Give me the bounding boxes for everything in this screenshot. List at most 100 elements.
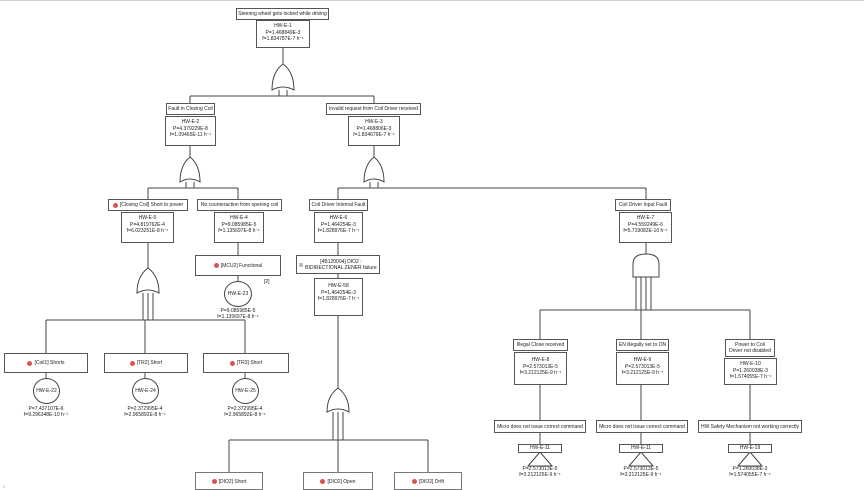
event-internal-fault-title-text: Coil Driver Internal Fault xyxy=(311,202,366,208)
event-dio2-stats[interactable]: HW-E-58 P=1.464254E-3 f=1.828976E-7 h⁻¹ xyxy=(314,278,363,316)
event-coil1-shorts-title[interactable]: [Coil1] Shorts xyxy=(4,353,88,373)
basic-event-marker-icon xyxy=(27,360,33,366)
top-divider xyxy=(0,0,864,1)
event-coil-short-frequency: f=6.023251E-8 h⁻¹ xyxy=(126,228,169,234)
event-no-counteraction-title[interactable]: No counteraction from opening coil xyxy=(197,199,282,211)
event-invalid-request-stats[interactable]: HW-E-3 P=1.468806E-3 f=1.834679E-7 h⁻¹ xyxy=(348,116,400,146)
event-tr3-short-title[interactable]: [TR3] Short xyxy=(203,353,289,373)
event-coil1-shorts-frequency: f=9.296348E-10 h⁻¹ xyxy=(23,412,69,418)
or-gate-coil-short xyxy=(136,267,160,294)
resize-handle-icon[interactable]: ⌟ xyxy=(2,483,5,489)
event-closing-coil-stats[interactable]: HW-E-2 P=4.379229E-8 f=1.09465E-11 h⁻¹ xyxy=(165,116,216,146)
event-dio2-drift-text: [DIO2] Drift xyxy=(418,479,444,485)
or-gate-dio2 xyxy=(326,387,350,413)
event-tr3-short-values: P=2.372995E-4 f=2.965892E-8 h⁻¹ xyxy=(215,406,275,418)
event-internal-fault-stats[interactable]: HW-E-6 P=1.464254E-3 f=1.828976E-7 h⁻¹ xyxy=(314,212,363,243)
event-dio2-id: HW-E-58 xyxy=(328,283,349,289)
event-power-not-disabled-stats[interactable]: HW-E-10 P=1.260038E-3 f=1.574055E-7 h⁻¹ xyxy=(724,358,777,385)
event-dio2-short[interactable]: [DIO2] Short xyxy=(195,472,263,490)
top-event-title[interactable]: Steering wheel gets locked while driving xyxy=(236,8,329,20)
event-mcu2-circle[interactable]: HW-E-23 xyxy=(224,281,252,307)
event-closing-coil-title[interactable]: Fault in Closing Coil xyxy=(166,103,215,115)
event-dio2-open[interactable]: [DIO2] Open xyxy=(303,472,373,490)
transfer-micro-2-values: P=2.573013E-5 f=3.212125E-9 h⁻¹ xyxy=(606,466,676,478)
event-mcu2-probability: P=9.085985E-5 xyxy=(220,308,256,314)
event-invalid-request-title[interactable]: Invalid request from Coil Driver receive… xyxy=(326,103,421,115)
event-internal-fault-title[interactable]: Coil Driver Internal Fault xyxy=(309,199,368,211)
transfer-hw-safety-values: P=1.260038E-3 f=1.574055E-7 h⁻¹ xyxy=(715,466,785,478)
or-gate-closing-coil xyxy=(179,156,201,183)
event-dio2-frequency: f=1.828976E-7 h⁻¹ xyxy=(317,296,360,302)
event-coil1-shorts-title-text: [Coil1] Shorts xyxy=(34,360,65,366)
event-no-counteraction-frequency: f=1.135697E-8 h⁻¹ xyxy=(218,228,260,234)
event-tr2-short-probability: P=2.372995E-4 xyxy=(127,406,163,412)
event-en-on-frequency: f=3.212125E-9 h⁻¹ xyxy=(621,370,664,376)
event-micro-1-title-text: Micro does not issue correct command xyxy=(497,423,583,430)
event-hw-safety-title[interactable]: HW Safety Mechanism not working correctl… xyxy=(698,420,802,433)
event-tr3-short-circle[interactable]: HW-E-25 xyxy=(232,378,259,404)
event-no-counteraction-probability: P=9.085985E-5 xyxy=(221,222,257,228)
event-coil-short-title[interactable]: [Closing Coil] Short to power xyxy=(108,199,188,211)
event-input-fault-id: HW-E-7 xyxy=(636,215,655,221)
event-en-on-stats[interactable]: HW-E-9 P=2.573013E-5 f=3.212125E-9 h⁻¹ xyxy=(616,352,669,385)
event-invalid-request-probability: P=1.468806E-3 xyxy=(356,126,392,132)
event-tr2-short-circle[interactable]: HW-E-24 xyxy=(132,378,159,404)
event-input-fault-stats[interactable]: HW-E-7 P=4.559249E-6 f=5.719082E-10 h⁻¹ xyxy=(619,212,672,243)
basic-event-marker-icon xyxy=(320,479,326,484)
event-coil-short-stats[interactable]: HW-E-5 P=4.819762E-4 f=6.023251E-8 h⁻¹ xyxy=(121,212,174,243)
event-power-not-disabled-title-text: Power to Coil Driver not disabled xyxy=(729,342,771,354)
transfer-hw-safety-frequency: f=1.574055E-7 h⁻¹ xyxy=(729,472,771,478)
event-tr3-short-probability: P=2.372995E-4 xyxy=(227,406,263,412)
top-event-probability: P=1.468849E-3 xyxy=(265,30,301,36)
basic-event-marker-icon xyxy=(213,263,219,268)
event-mcu2-title[interactable]: [MCU2] Functional xyxy=(195,255,281,276)
event-power-not-disabled-probability: P=1.260038E-3 xyxy=(733,368,768,374)
event-tr2-short-id: HW-E-24 xyxy=(135,388,156,394)
event-invalid-request-frequency: f=1.834679E-7 h⁻¹ xyxy=(353,132,395,138)
transfer-hw-safety-probability: P=1.260038E-3 xyxy=(732,466,768,472)
event-tr2-short-title[interactable]: [TR2] Short xyxy=(104,353,188,373)
basic-event-marker-icon xyxy=(129,360,135,366)
event-dio2-short-text: [DIO2] Short xyxy=(218,479,247,485)
event-input-fault-title[interactable]: Coil Driver Input Fault xyxy=(615,199,671,211)
event-internal-fault-probability: P=1.464254E-3 xyxy=(321,222,356,228)
event-no-counteraction-stats[interactable]: HW-E-4 P=9.085985E-5 f=1.135697E-8 h⁻¹ xyxy=(214,212,264,243)
event-illegal-close-id: HW-E-8 xyxy=(531,357,550,363)
event-coil1-shorts-values: P=7.437107E-6 f=9.296348E-10 h⁻¹ xyxy=(16,406,76,418)
transfer-micro-1-values: P=2.573013E-5 f=3.212125E-9 h⁻¹ xyxy=(505,466,575,478)
event-en-on-title-text: EN illegally set to ON xyxy=(618,342,667,348)
event-illegal-close-title[interactable]: Illegal Close received xyxy=(513,339,568,351)
event-power-not-disabled-frequency: f=1.574055E-7 h⁻¹ xyxy=(729,374,772,380)
transfer-triangle-2 xyxy=(627,451,655,467)
event-input-fault-probability: P=4.559249E-6 xyxy=(628,222,663,228)
event-tr3-short-frequency: f=2.965892E-8 h⁻¹ xyxy=(224,412,266,418)
basic-event-marker-icon xyxy=(112,202,118,208)
event-tr2-short-title-text: [TR2] Short xyxy=(136,360,163,366)
event-invalid-request-id: HW-E-3 xyxy=(365,119,383,125)
event-input-fault-title-text: Coil Driver Input Fault xyxy=(618,202,668,208)
event-micro-1-title[interactable]: Micro does not issue correct command xyxy=(494,420,586,433)
event-dio2-drift[interactable]: [DIO2] Drift xyxy=(394,472,462,490)
transfer-micro-2-frequency: f=3.212125E-9 h⁻¹ xyxy=(620,472,662,478)
event-tr3-short-id: HW-E-25 xyxy=(235,388,256,394)
event-en-on-title[interactable]: EN illegally set to ON xyxy=(616,339,669,351)
top-event-stats[interactable]: HW-E-1 P=1.468849E-3 f=1.834787E-7 h⁻¹ xyxy=(256,20,310,48)
event-micro-2-title[interactable]: Micro does not issue correct command xyxy=(596,420,688,433)
event-tr3-short-title-text: [TR3] Short xyxy=(236,360,263,366)
event-tr2-short-values: P=2.372995E-4 f=2.965892E-8 h⁻¹ xyxy=(115,406,175,418)
transfer-micro-1-id-text: HW-E-11 xyxy=(529,445,551,451)
event-coil1-shorts-circle[interactable]: HW-E-22 xyxy=(33,378,60,404)
event-dio2-title-text: [4B120004] DIO2 : BIDIRECTIONAL ZENER fa… xyxy=(305,258,377,271)
transfer-micro-1-id[interactable]: HW-E-11 xyxy=(518,444,562,453)
event-illegal-close-stats[interactable]: HW-E-8 P=2.573013E-5 f=3.212125E-9 h⁻¹ xyxy=(514,352,567,385)
event-illegal-close-frequency: f=3.212125E-9 h⁻¹ xyxy=(519,370,562,376)
event-power-not-disabled-title[interactable]: Power to Coil Driver not disabled xyxy=(725,339,775,357)
event-coil1-shorts-id: HW-E-22 xyxy=(36,388,57,394)
event-dio2-title[interactable]: [4B120004] DIO2 : BIDIRECTIONAL ZENER fa… xyxy=(296,255,380,274)
transfer-hw-safety-id[interactable]: HW-E-19 xyxy=(728,444,772,453)
event-en-on-probability: P=2.573013E-5 xyxy=(625,364,660,370)
event-power-not-disabled-id: HW-E-10 xyxy=(740,361,761,367)
transfer-micro-2-id[interactable]: HW-E-11 xyxy=(619,444,663,453)
transfer-micro-2-probability: P=2.573013E-5 xyxy=(623,466,659,472)
